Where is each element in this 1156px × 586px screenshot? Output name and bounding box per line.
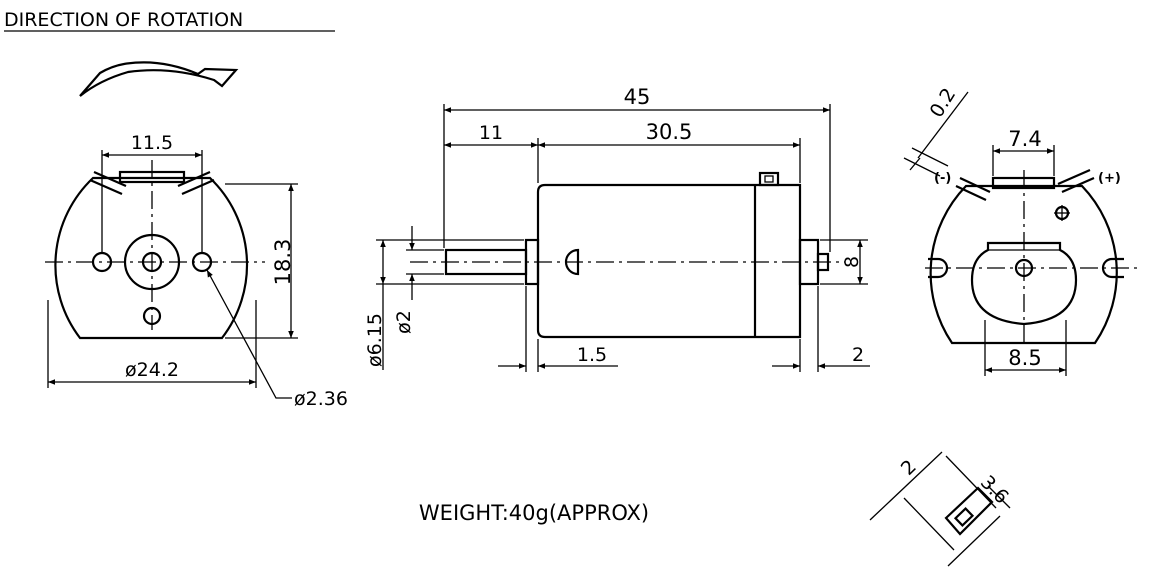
front-vent-hole — [142, 306, 162, 326]
dim-height: 18.3 — [271, 239, 295, 286]
ext-line — [987, 485, 1011, 509]
rear-body-outline — [929, 184, 1118, 345]
front-view: 11.5 18.3 ø24.2 ø2.36 — [45, 132, 348, 410]
front-terminal-left — [89, 170, 127, 196]
weight-label: WEIGHT:40g(APPROX) — [419, 501, 649, 525]
dim-total-length: 45 — [624, 85, 651, 109]
dim-line — [869, 451, 943, 521]
dim-shaft-length: 11 — [479, 122, 503, 144]
rear-slot-right — [1101, 257, 1124, 279]
dim-terminal-length: 3.6 — [976, 471, 1013, 508]
terminal-detail: 2 3.6 — [869, 451, 1013, 567]
rotation-arrow-icon — [79, 61, 239, 97]
leader-line — [206, 269, 292, 399]
side-terminal — [758, 171, 780, 187]
dim-rear-bottom: 8.5 — [1008, 346, 1041, 370]
dim-hole-diameter: ø2.36 — [294, 388, 348, 410]
front-body-outline — [54, 176, 249, 340]
side-rear-shaft — [816, 252, 830, 272]
dim-holes-spacing: 11.5 — [131, 132, 173, 154]
side-view: 45 11 30.5 1.5 2 8 ø2 — [364, 85, 870, 372]
ext-line — [903, 497, 955, 551]
front-mount-hole-right — [191, 251, 213, 273]
drawing-title: DIRECTION OF ROTATION — [4, 9, 243, 31]
dim-diameter: ø24.2 — [125, 359, 179, 381]
rear-terminal-pos — [1057, 168, 1095, 194]
title-block: DIRECTION OF ROTATION — [4, 9, 335, 32]
rear-terminal-neg — [955, 177, 991, 201]
rear-view: (-) (+) 7.4 8.5 0.2 — [903, 84, 1140, 376]
ext-line — [903, 157, 941, 177]
dim-body-length: 30.5 — [646, 120, 693, 144]
dim-boss-diameter: ø6.15 — [364, 313, 386, 367]
rear-bushing — [970, 241, 1078, 326]
dim-rear-diameter: 8 — [841, 256, 863, 268]
ext-line — [945, 455, 997, 509]
front-boss — [123, 233, 181, 291]
polarity-mark-icon — [1054, 205, 1070, 221]
dim-shaft-diameter: ø2 — [393, 310, 415, 334]
front-mount-hole-left — [91, 251, 113, 273]
front-terminal-right — [177, 170, 215, 196]
terminal-body — [944, 486, 994, 536]
side-body — [536, 183, 802, 339]
rear-slot-left — [928, 257, 949, 279]
terminal-hole — [953, 506, 975, 528]
terminal-negative-label: (-) — [934, 171, 951, 186]
terminal-positive-label: (+) — [1098, 171, 1121, 186]
dim-terminal-thickness: 0.2 — [926, 84, 961, 121]
dim-rear-top: 7.4 — [1008, 127, 1041, 151]
dim-line — [947, 515, 1001, 567]
ext-line — [911, 147, 949, 167]
dim-line — [917, 91, 969, 159]
dim-rear-boss: 2 — [852, 344, 864, 366]
rear-shaft — [1014, 258, 1034, 278]
side-terminal-slot — [764, 175, 774, 183]
front-shaft — [141, 251, 163, 273]
side-bearing-mark — [564, 248, 580, 276]
dim-boss-thickness: 1.5 — [577, 344, 607, 366]
rear-top-tab — [991, 176, 1056, 190]
